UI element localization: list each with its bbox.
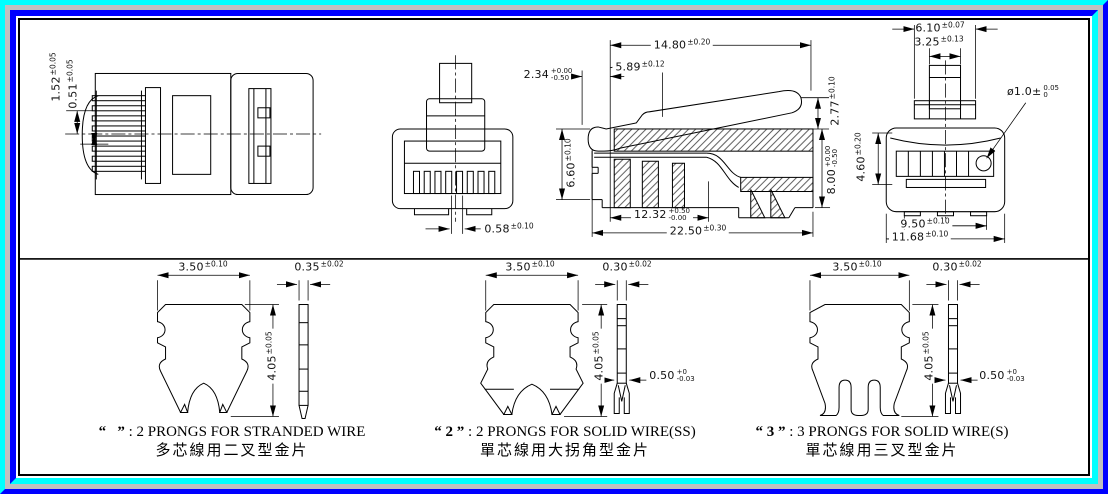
contact-2-caption-en: : 2 PRONGS FOR SOLID WIRE(SS) — [464, 424, 696, 440]
contact-1-code: “ ” — [98, 424, 125, 440]
contact-2-side-view — [613, 304, 630, 414]
dim-inner-width: 9.50±0.10 — [897, 217, 953, 230]
contact-1-front-view — [157, 304, 251, 413]
contact-2-code: “ 2 ” — [434, 424, 465, 440]
contact-3-front-view — [809, 304, 910, 416]
dim-latch-length: 14.80±0.20 — [650, 38, 714, 51]
contact-1-side-view — [298, 304, 309, 420]
drawing-linework — [20, 25, 1088, 420]
contact-2-caption: “ 2 ” : 2 PRONGS FOR SOLID WIRE(SS) 單芯線用… — [375, 423, 755, 461]
dim-total-length: 22.50±0.30 — [666, 224, 730, 237]
dim-front-height: 6.60±0.10 — [563, 138, 578, 188]
dim-contact2-width: 3.50±0.10 — [505, 259, 555, 274]
dim-body-length: 12.32+0.50-0.00 — [631, 208, 693, 223]
contact-1-caption: “ ” : 2 PRONGS FOR STRANDED WIRE 多芯線用二叉型… — [42, 423, 422, 461]
dim-contact1-height: 4.05±0.05 — [265, 328, 279, 384]
dim-contact3-width: 3.50±0.10 — [832, 259, 882, 274]
contact-3-dims — [809, 272, 980, 417]
dim-body-height: 8.00+0.00-0.50 — [824, 145, 839, 195]
dim-pin-height: 1.52±0.05 — [48, 52, 63, 102]
drawing-area: 1.52±0.05 0.51±0.05 0.58±0.10 2.34+0.00-… — [18, 18, 1090, 476]
dim-tab-width: 3.25±0.13 — [914, 34, 964, 49]
dim-contact1-thickness: 0.35±0.02 — [294, 259, 344, 274]
plug-front-view-dims — [425, 195, 481, 234]
plug-top-view — [65, 72, 322, 196]
contact-2-dims — [485, 272, 649, 417]
plug-front-view — [391, 55, 514, 222]
dim-body-width: 11.68±0.10 — [888, 230, 952, 243]
contact-1-caption-zh: 多芯線用二叉型金片 — [155, 443, 309, 459]
dim-latch-height: 2.77±0.10 — [827, 76, 842, 126]
dim-pin-offset: 0.51±0.05 — [65, 59, 80, 109]
dim-slot-width: 0.58±0.10 — [484, 221, 534, 236]
dim-contact3-tip-width: 0.50+0-0.03 — [979, 368, 1025, 383]
contact-2-front-view — [480, 304, 584, 415]
contact-3-side-view — [944, 304, 962, 414]
contact-3-caption-en: : 3 PRONGS FOR SOLID WIRE(S) — [785, 424, 1009, 440]
dim-latch-setback: 2.34+0.00-0.50 — [523, 67, 573, 82]
contact-3-code: “ 3 ” — [755, 424, 786, 440]
dim-opening-height: 4.60±0.20 — [853, 132, 868, 182]
paper: 1.52±0.05 0.51±0.05 0.58±0.10 2.34+0.00-… — [16, 16, 1092, 478]
contact-1-caption-en: : 2 PRONGS FOR STRANDED WIRE — [124, 424, 366, 440]
dim-contact3-height: 4.05±0.05 — [922, 328, 936, 384]
contact-3-caption: “ 3 ” : 3 PRONGS FOR SOLID WIRE(S) 單芯線用三… — [692, 423, 1072, 461]
frame-inner: 1.52±0.05 0.51±0.05 0.58±0.10 2.34+0.00-… — [10, 10, 1098, 484]
dim-contact2-tip-width: 0.50+0-0.03 — [649, 368, 695, 383]
contact-2-caption-zh: 單芯線用大拐角型金片 — [479, 443, 650, 459]
frame-middle: 1.52±0.05 0.51±0.05 0.58±0.10 2.34+0.00-… — [5, 5, 1103, 489]
plug-side-section-view — [587, 89, 814, 219]
dim-contact2-thickness: 0.30±0.02 — [602, 259, 652, 274]
dim-flange-width: 6.10±0.07 — [915, 20, 965, 35]
section-divider — [20, 258, 1088, 260]
dim-contact3-thickness: 0.30±0.02 — [932, 259, 982, 274]
contact-3-caption-zh: 單芯線用三叉型金片 — [805, 443, 959, 459]
plug-top-view-dims — [66, 110, 109, 146]
plug-rear-view — [885, 60, 1006, 222]
plug-rear-view-dims — [872, 25, 1027, 243]
dim-contact2-height: 4.05±0.05 — [592, 328, 606, 384]
dim-latch-step: 5.89±0.12 — [612, 60, 668, 73]
dim-contact1-width: 3.50±0.10 — [178, 259, 228, 274]
